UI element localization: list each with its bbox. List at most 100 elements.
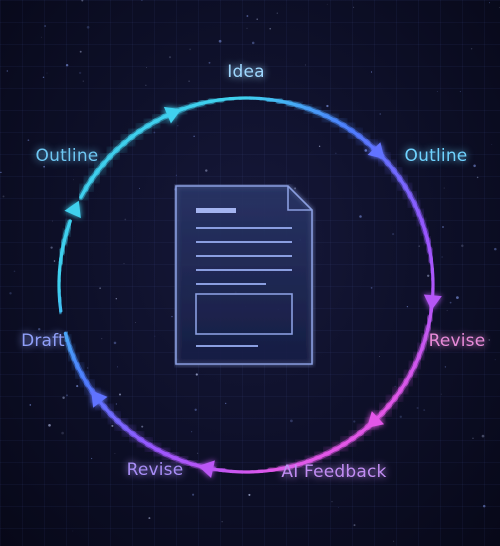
arrow-to-revise-left xyxy=(198,460,215,478)
star-dot xyxy=(86,25,90,29)
star-dot xyxy=(87,367,89,369)
stage-label-idea: Idea xyxy=(227,62,265,82)
stage-label-revise-right: Revise xyxy=(428,331,486,351)
star-dot xyxy=(48,423,51,427)
star-dot xyxy=(9,292,12,295)
star-dot xyxy=(82,80,84,82)
stage-label-revise-left: Revise xyxy=(126,460,184,480)
star-dot xyxy=(124,218,127,221)
arrow-to-draft xyxy=(91,390,108,408)
star-dot xyxy=(37,327,41,331)
star-dot xyxy=(353,6,355,8)
star-dot xyxy=(251,41,255,45)
star-dot xyxy=(304,64,307,66)
star-dot xyxy=(40,36,42,38)
star-dot xyxy=(318,145,321,147)
star-dot xyxy=(269,27,272,30)
star-dot xyxy=(423,409,426,412)
star-dot xyxy=(482,504,486,508)
star-dot xyxy=(436,91,438,92)
star-dot xyxy=(470,48,473,50)
star-dot xyxy=(205,169,208,172)
star-dot xyxy=(294,187,297,190)
star-dot xyxy=(290,419,293,423)
star-dot xyxy=(115,298,117,300)
star-dot xyxy=(276,12,278,14)
star-dot xyxy=(119,393,121,396)
star-dot xyxy=(192,493,195,496)
star-dot xyxy=(459,91,461,93)
star-dot xyxy=(189,48,191,51)
star-dot xyxy=(441,256,443,258)
star-dot xyxy=(141,0,143,1)
star-dot xyxy=(114,453,116,454)
star-dot xyxy=(399,415,402,418)
star-dot xyxy=(326,104,329,108)
star-dot xyxy=(0,171,2,174)
star-dot xyxy=(117,366,118,368)
star-dot xyxy=(461,244,464,247)
star-dot xyxy=(337,506,339,508)
star-dot xyxy=(446,310,448,311)
stage-label-draft: Draft xyxy=(21,331,65,351)
star-dot xyxy=(246,27,248,30)
star-dot xyxy=(449,301,452,304)
star-dot xyxy=(123,263,125,265)
star-dot xyxy=(61,431,64,435)
star-dot xyxy=(353,420,356,423)
star-dot xyxy=(191,431,193,433)
star-dot xyxy=(378,355,380,357)
stage-label-outline-right: Outline xyxy=(404,146,468,166)
star-dot xyxy=(489,2,490,4)
star-dot xyxy=(46,72,48,74)
star-dot xyxy=(208,61,211,64)
star-dot xyxy=(393,540,395,542)
arrow-to-revise xyxy=(423,294,442,311)
star-dot xyxy=(111,424,114,427)
star-dot xyxy=(364,149,368,152)
star-dot xyxy=(472,437,474,439)
star-dot xyxy=(418,245,420,247)
star-dot xyxy=(494,359,496,361)
star-dot xyxy=(177,125,179,127)
star-dot xyxy=(90,457,93,460)
star-dot xyxy=(379,113,381,115)
star-dot xyxy=(442,226,444,228)
ring-arc-left xyxy=(67,219,72,226)
star-dot xyxy=(175,174,177,176)
star-dot xyxy=(146,67,147,68)
star-dot xyxy=(394,385,396,387)
star-dot xyxy=(62,396,65,400)
star-dot xyxy=(491,144,493,145)
arrow-to-ai-feedback xyxy=(367,411,385,428)
star-dot xyxy=(6,70,8,72)
star-dot xyxy=(246,15,249,17)
star-dot xyxy=(221,521,223,523)
star-dot xyxy=(76,385,79,388)
star-dot xyxy=(370,71,373,73)
star-dot xyxy=(392,233,395,236)
star-dot xyxy=(370,287,373,289)
star-dot xyxy=(53,260,56,262)
star-dot xyxy=(416,406,419,410)
star-dot xyxy=(498,7,500,9)
star-dot xyxy=(99,287,101,289)
star-dot xyxy=(27,139,30,142)
star-dot xyxy=(494,247,497,251)
star-dot xyxy=(101,338,103,340)
star-dot xyxy=(78,71,82,75)
star-dot xyxy=(326,3,328,5)
arrow-to-outline-left xyxy=(64,200,81,219)
star-dot xyxy=(135,322,136,324)
arrow-to-idea xyxy=(163,106,182,124)
star-dot xyxy=(256,18,258,20)
star-dot xyxy=(43,165,45,168)
star-dot xyxy=(65,63,69,67)
star-dot xyxy=(427,274,430,277)
star-dot xyxy=(13,270,16,273)
star-dot xyxy=(138,187,141,189)
star-dot xyxy=(154,335,156,337)
star-dot xyxy=(473,164,476,168)
